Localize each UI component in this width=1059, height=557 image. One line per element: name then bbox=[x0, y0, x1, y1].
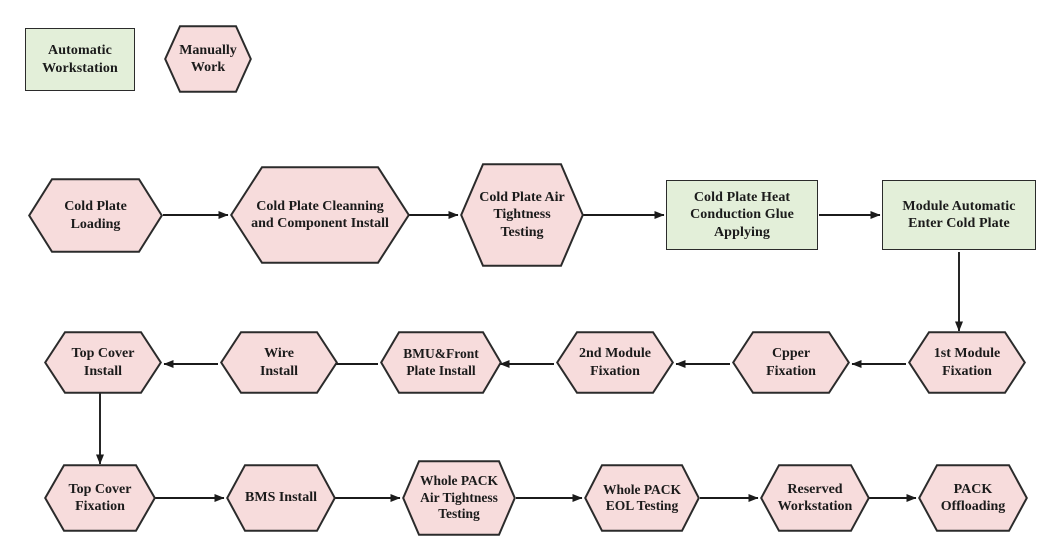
node-bmu-and-front-plate-install[interactable]: BMU&Front Plate Install bbox=[380, 331, 502, 394]
node-cpper-fixation[interactable]: Cpper Fixation bbox=[732, 331, 850, 394]
node-label: Top Cover Install bbox=[71, 346, 135, 379]
node-label: Cpper Fixation bbox=[766, 346, 816, 379]
node-label: BMS Install bbox=[245, 490, 317, 506]
node-label: Cold Plate Heat Conduction Glue Applying bbox=[690, 190, 794, 240]
node-cold-plate-air-tightness-testing[interactable]: Cold Plate Air Tightness Testing bbox=[460, 163, 584, 267]
node-label: Top Cover Fixation bbox=[68, 481, 132, 514]
node-1st-module-fixation[interactable]: 1st Module Fixation bbox=[908, 331, 1026, 394]
node-label: 1st Module Fixation bbox=[933, 346, 1001, 379]
node-bms-install[interactable]: BMS Install bbox=[226, 464, 336, 532]
node-label: Reserved Workstation bbox=[777, 481, 853, 514]
node-top-cover-fixation[interactable]: Top Cover Fixation bbox=[44, 464, 156, 532]
node-whole-pack-eol-testing[interactable]: Whole PACK EOL Testing bbox=[584, 464, 700, 532]
node-cold-plate-loading[interactable]: Cold Plate Loading bbox=[28, 178, 163, 253]
node-label: Module Automatic Enter Cold Plate bbox=[902, 198, 1016, 231]
node-module-automatic-enter-cold-plate[interactable]: Module Automatic Enter Cold Plate bbox=[882, 180, 1036, 250]
node-label: PACK Offloading bbox=[940, 481, 1006, 514]
legend-automatic-workstation: Automatic Workstation bbox=[25, 28, 135, 91]
node-cold-plate-cleanning-and-component-install[interactable]: Cold Plate Cleanning and Component Insta… bbox=[230, 166, 410, 264]
node-2nd-module-fixation[interactable]: 2nd Module Fixation bbox=[556, 331, 674, 394]
node-pack-offloading[interactable]: PACK Offloading bbox=[918, 464, 1028, 532]
node-wire-install[interactable]: Wire Install bbox=[220, 331, 338, 394]
node-label: 2nd Module Fixation bbox=[579, 346, 651, 379]
legend-manually-work: Manually Work bbox=[164, 25, 252, 93]
node-reserved-workstation[interactable]: Reserved Workstation bbox=[760, 464, 870, 532]
node-label: Whole PACK EOL Testing bbox=[602, 481, 682, 513]
node-label: Whole PACK Air Tightness Testing bbox=[419, 473, 499, 522]
node-label: Cold Plate Loading bbox=[64, 199, 127, 232]
node-whole-pack-air-tightness-testing[interactable]: Whole PACK Air Tightness Testing bbox=[402, 460, 516, 536]
legend-automatic-label: Automatic Workstation bbox=[42, 43, 118, 76]
node-label: Cold Plate Cleanning and Component Insta… bbox=[251, 198, 389, 231]
node-label: BMU&Front Plate Install bbox=[403, 346, 479, 378]
node-label: Wire Install bbox=[259, 346, 299, 379]
node-label: Cold Plate Air Tightness Testing bbox=[479, 190, 565, 240]
node-cold-plate-heat-conduction-glue-applying[interactable]: Cold Plate Heat Conduction Glue Applying bbox=[666, 180, 818, 250]
legend-manual-label: Manually Work bbox=[179, 42, 237, 75]
node-top-cover-install[interactable]: Top Cover Install bbox=[44, 331, 162, 394]
